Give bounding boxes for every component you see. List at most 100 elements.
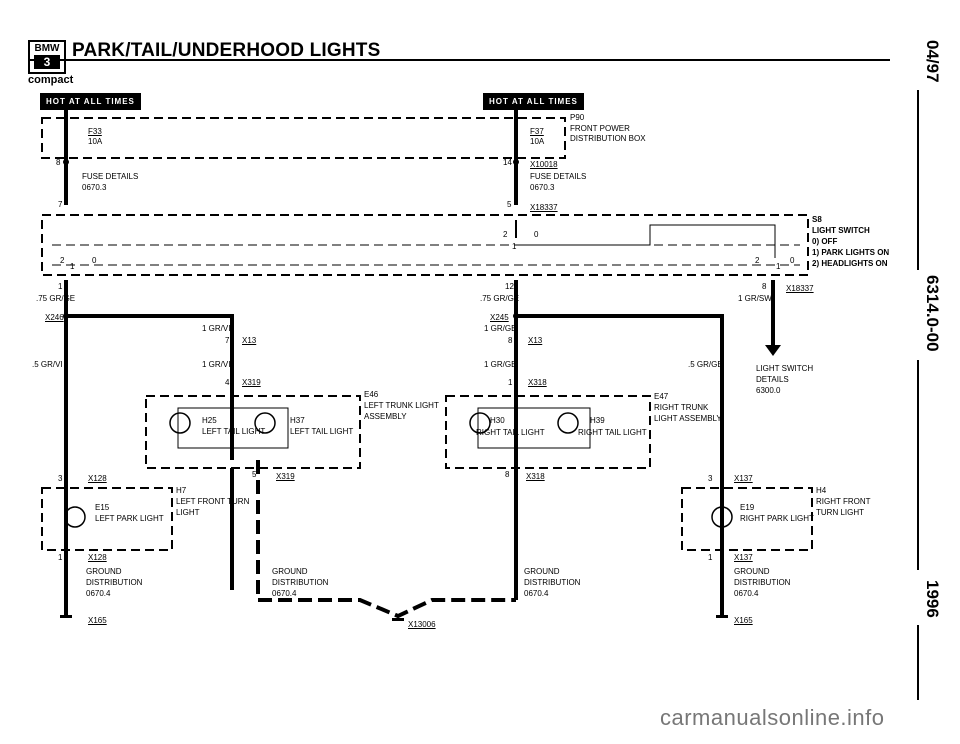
- switch-pin12: 12: [505, 282, 514, 291]
- left-trunk-id: E46: [364, 390, 379, 399]
- switch-details-1: LIGHT SWITCH: [756, 364, 814, 373]
- h7-name1: LEFT FRONT TURN: [176, 497, 250, 506]
- right-gnd-3: 0670.4: [734, 589, 759, 598]
- wire-x245-branch: [516, 314, 724, 590]
- fuse-f33-rating: 10A: [88, 137, 103, 146]
- watermark: carmanualsonline.info: [660, 705, 885, 730]
- conn-x165-right: X165: [734, 616, 753, 625]
- e15-name: LEFT PARK LIGHT: [95, 514, 164, 523]
- center-gnd-b2: DISTRIBUTION: [524, 578, 581, 587]
- conn-x165-left: X165: [88, 616, 107, 625]
- right-trunk-outline: [445, 395, 651, 469]
- conn-x13006: X13006: [408, 620, 436, 629]
- switch-pos2: 2) HEADLIGHTS ON: [812, 259, 888, 268]
- wire-right-branch: .5 GR/GE: [688, 360, 723, 369]
- conn-x13-right: X13: [528, 336, 543, 345]
- conn-x128: X128: [88, 474, 107, 483]
- conn-x137-b: X137: [734, 553, 753, 562]
- wire-x246-branch: [66, 314, 234, 460]
- switch-pos1: 1) PARK LIGHTS ON: [812, 248, 890, 257]
- h39-id: H39: [590, 416, 605, 425]
- side-code: 6314.0-00: [923, 275, 942, 352]
- switch-outline: [41, 214, 809, 276]
- wire-gr-vi-2: 1 GR/VI: [202, 360, 231, 369]
- right-trunk-name1: RIGHT TRUNK: [654, 403, 709, 412]
- conn-x319-top: X319: [242, 378, 261, 387]
- pin8-x13: 8: [508, 336, 513, 345]
- left-trunk-pin5: 5: [252, 470, 257, 479]
- left-trunk-name1: LEFT TRUNK LIGHT: [364, 401, 439, 410]
- left-gnd-1: GROUND: [86, 567, 122, 576]
- h4-id: H4: [816, 486, 827, 495]
- fuse-ref-right: 0670.3: [530, 183, 555, 192]
- conn-x319: X319: [276, 472, 295, 481]
- wire-mid-gage: .75 GR/GE: [480, 294, 520, 303]
- wire-gr-ge-1: 1 GR/GE: [484, 324, 517, 333]
- pin7-x13: 7: [225, 336, 230, 345]
- box-line2: DISTRIBUTION BOX: [570, 134, 646, 143]
- h30-lamp: [469, 412, 491, 434]
- wire-left-branch: .5 GR/VI: [32, 360, 63, 369]
- fuse-conn: X10018: [530, 160, 558, 169]
- switch-contact-left-1: 1: [70, 262, 75, 271]
- h25-lamp: [169, 412, 191, 434]
- left-front-pin3: 3: [58, 474, 63, 483]
- right-trunk-name2: LIGHT ASSEMBLY: [654, 414, 722, 423]
- fuse-details-left: FUSE DETAILS: [82, 172, 139, 181]
- center-gnd-a3: 0670.4: [272, 589, 297, 598]
- conn-x13-left: X13: [242, 336, 257, 345]
- fuse-f33: F33: [88, 127, 102, 136]
- h4-name2: TURN LIGHT: [816, 508, 864, 517]
- h7-name2: LIGHT: [176, 508, 200, 517]
- right-trunk-id: E47: [654, 392, 669, 401]
- wire-gr-vi-1: 1 GR/VI: [202, 324, 231, 333]
- switch-pin8: 8: [762, 282, 767, 291]
- arrow-down-icon: [765, 345, 781, 356]
- e15-lamp: [64, 506, 86, 528]
- fuse-pin-right: 14: [503, 158, 512, 167]
- h30-name: RIGHT TAIL LIGHT: [476, 428, 545, 437]
- switch-conn-top: X18337: [530, 203, 558, 212]
- box-id: P90: [570, 113, 585, 122]
- page-subtitle: compact: [28, 74, 74, 86]
- h30-id: H30: [490, 416, 505, 425]
- h37-lamp: [254, 412, 276, 434]
- hot-banner-left: HOT AT ALL TIMES: [40, 93, 141, 110]
- switch-pin7: 7: [58, 200, 63, 209]
- e19-name: RIGHT PARK LIGHT: [740, 514, 814, 523]
- center-gnd-a1: GROUND: [272, 567, 308, 576]
- switch-contact-right-1: 1: [776, 262, 781, 271]
- wire-right-gage: 1 GR/SW: [738, 294, 772, 303]
- h7-id: H7: [176, 486, 187, 495]
- switch-name: LIGHT SWITCH: [812, 226, 870, 235]
- fuse-ref-left: 0670.3: [82, 183, 107, 192]
- switch-contact-left-0: 0: [92, 256, 97, 265]
- h39-name: RIGHT TAIL LIGHT: [578, 428, 647, 437]
- switch-conn-bottom: X18337: [786, 284, 814, 293]
- switch-contact-mid-0: 0: [534, 230, 539, 239]
- left-front-pin1: 1: [58, 553, 63, 562]
- fuse-details-right: FUSE DETAILS: [530, 172, 587, 181]
- switch-id: S8: [812, 215, 822, 224]
- center-gnd-b3: 0670.4: [524, 589, 549, 598]
- conn-x245: X245: [490, 313, 509, 322]
- e19-id: E19: [740, 503, 755, 512]
- box-line1: FRONT POWER: [570, 124, 630, 133]
- pin4-x319: 4: [225, 378, 230, 387]
- h4-name1: RIGHT FRONT: [816, 497, 871, 506]
- ground-bus: [258, 598, 516, 619]
- left-trunk-outline: [145, 395, 361, 469]
- left-gnd-2: DISTRIBUTION: [86, 578, 143, 587]
- h25-name: LEFT TAIL LIGHT: [202, 427, 266, 436]
- switch-contact-left-2: 2: [60, 256, 65, 265]
- left-front-outline: [41, 487, 173, 551]
- fuse-box-outline: [41, 117, 566, 159]
- conn-x137: X137: [734, 474, 753, 483]
- conn-x246: X246: [45, 313, 64, 322]
- side-date: 04/97: [923, 40, 942, 83]
- hot-banner-right: HOT AT ALL TIMES: [483, 93, 584, 110]
- left-trunk-name2: ASSEMBLY: [364, 412, 407, 421]
- switch-pos0: 0) OFF: [812, 237, 838, 246]
- conn-x318-top: X318: [528, 378, 547, 387]
- side-year: 1996: [923, 580, 942, 618]
